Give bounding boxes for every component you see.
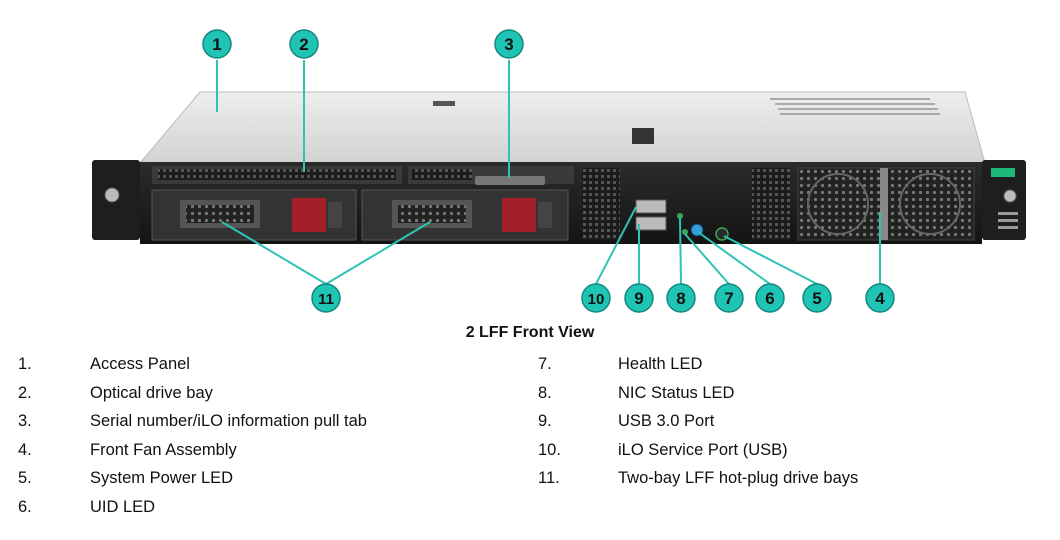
health-led [682, 229, 688, 235]
svg-text:1: 1 [212, 35, 221, 54]
svg-text:4: 4 [875, 289, 885, 308]
svg-text:2: 2 [299, 35, 308, 54]
access-panel [138, 91, 986, 164]
legend-number: 7. [538, 355, 552, 373]
front-vent-right [752, 168, 790, 240]
legend-number: 11. [538, 469, 560, 488]
callout-1: 1 [202, 29, 232, 59]
legend-number: 5. [18, 469, 32, 488]
legend-number: 9. [538, 412, 552, 431]
server-front-diagram: 1 2 3 4 5 6 7 8 9 10 11 [92, 29, 1026, 313]
legend-label: Front Fan Assembly [90, 440, 237, 459]
usb-3-port[interactable] [635, 216, 667, 231]
legend-label: Health LED [618, 355, 703, 373]
legend-number: 2. [18, 383, 32, 402]
callout-3: 3 [494, 29, 524, 59]
svg-text:10: 10 [588, 291, 605, 308]
legend-label: iLO Service Port (USB) [618, 440, 788, 459]
callout-4: 4 [865, 283, 895, 313]
legend-label: System Power LED [90, 469, 234, 488]
front-vent-center [582, 168, 620, 240]
lid-vents [770, 98, 940, 115]
lid-latch [632, 128, 654, 144]
optical-vent-right [412, 169, 472, 180]
callout-8: 8 [666, 283, 696, 313]
rack-ear-left-screw [104, 187, 120, 203]
legend-label: Optical drive bay [90, 383, 213, 402]
optical-vent [158, 169, 396, 180]
rack-ear-right-screw [1003, 189, 1017, 203]
callout-10: 10 [581, 283, 611, 313]
legend-label: Access Panel [90, 355, 190, 373]
drive-bay-2[interactable] [361, 189, 569, 241]
callout-7: 7 [714, 283, 744, 313]
svg-text:8: 8 [676, 289, 685, 308]
lid-slot [433, 101, 455, 106]
legend-label: UID LED [90, 497, 156, 516]
hpe-logo-bar [991, 168, 1015, 177]
legend-number: 1. [18, 355, 32, 373]
svg-text:5: 5 [812, 289, 821, 308]
fan-divider [880, 168, 888, 240]
fan-1 [807, 173, 869, 235]
svg-text:11: 11 [318, 291, 334, 308]
usb-service-port[interactable] [635, 199, 667, 214]
callout-9: 9 [624, 283, 654, 313]
svg-text:9: 9 [634, 289, 643, 308]
callout-5: 5 [802, 283, 832, 313]
drive-bay-1[interactable] [151, 189, 357, 241]
legend-label: Serial number/iLO information pull tab [90, 412, 367, 431]
svg-text:6: 6 [765, 289, 774, 308]
svg-text:3: 3 [504, 35, 513, 54]
legend-number: 3. [18, 412, 32, 431]
model-label-marks [998, 212, 1018, 229]
callout-6: 6 [755, 283, 785, 313]
callout-2: 2 [289, 29, 319, 59]
legend-number: 8. [538, 383, 552, 402]
fan-2 [899, 173, 961, 235]
legend-number: 6. [18, 497, 32, 516]
nic-status-led [677, 213, 683, 219]
legend-number: 4. [18, 440, 32, 459]
legend-label: USB 3.0 Port [618, 412, 715, 431]
callout-11: 11 [311, 283, 341, 313]
svg-text:7: 7 [724, 289, 733, 308]
legend-label: NIC Status LED [618, 383, 735, 402]
serial-pull-tab[interactable] [475, 176, 545, 185]
legend-label: Two-bay LFF hot-plug drive bays [618, 469, 859, 488]
leader-lines [216, 60, 881, 285]
figure-caption: 2 LFF Front View [465, 324, 595, 341]
legend-number: 10. [538, 440, 561, 459]
